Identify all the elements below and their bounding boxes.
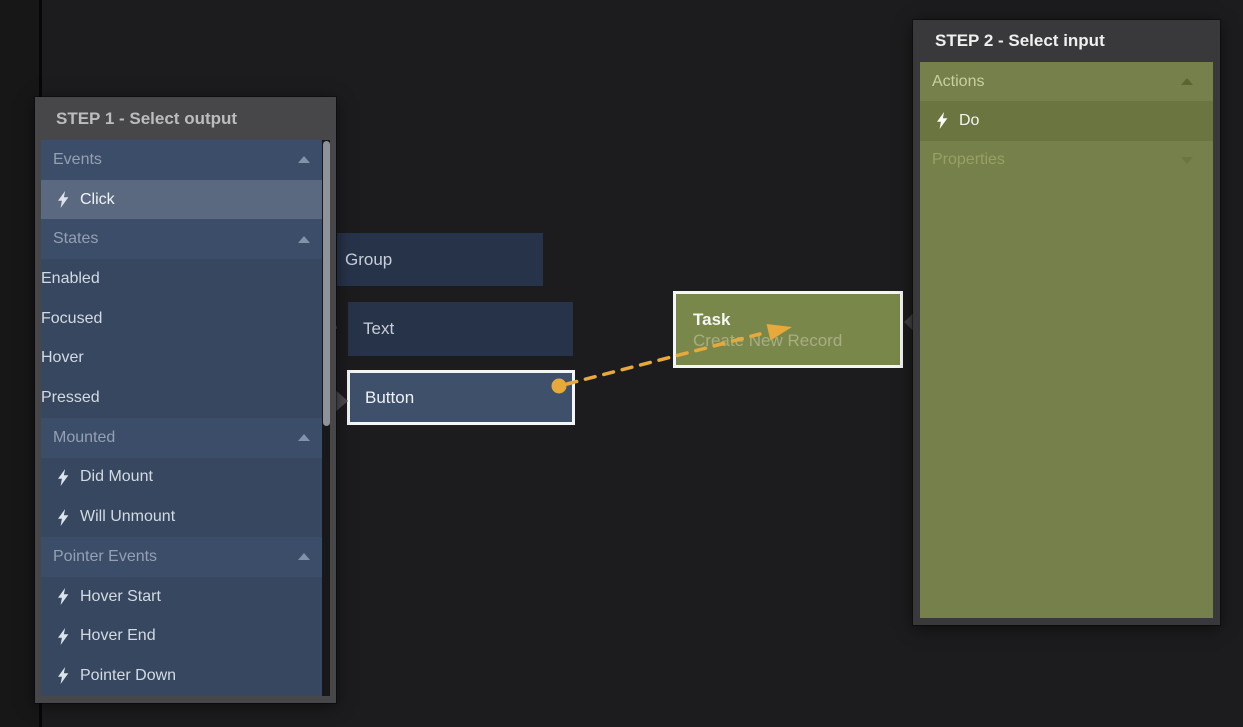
chevron-icon [298, 235, 310, 243]
list-row[interactable]: Will Unmount [41, 497, 330, 538]
list-row-label: Click [80, 190, 115, 208]
step1-output-list: Events Click States Enabled Focused Hove… [41, 140, 330, 696]
chevron-icon [298, 434, 310, 442]
step2-input-list: Actions Do Properties [920, 62, 1213, 618]
list-row-label: Pointer Down [80, 666, 177, 684]
lightning-bolt-icon [936, 112, 948, 130]
list-row[interactable]: Click [41, 179, 330, 220]
step1-scrollbar-thumb[interactable] [323, 141, 330, 426]
list-row[interactable]: Hover [41, 338, 330, 379]
list-row-label: Focused [41, 309, 103, 327]
node-text-label: Text [363, 319, 395, 338]
list-row[interactable]: Pointer Events [41, 537, 330, 577]
list-row-label: States [53, 230, 99, 248]
list-row-label: Hover [41, 349, 84, 367]
list-row[interactable]: Events [41, 140, 330, 180]
list-row-label: Enabled [41, 269, 100, 287]
list-row[interactable]: Actions [920, 62, 1213, 102]
node-task[interactable]: Task Create New Record [673, 291, 903, 368]
list-row-label: Pressed [41, 389, 100, 407]
list-row[interactable]: Pointer Down [41, 656, 330, 696]
list-row-label: Hover End [80, 627, 156, 645]
node-group[interactable]: Group [337, 233, 543, 286]
list-row-label: Mounted [53, 428, 116, 446]
lightning-bolt-icon [57, 468, 69, 486]
lightning-bolt-icon [57, 191, 69, 209]
list-row-label: Do [959, 111, 980, 129]
node-task-title: Task [693, 309, 731, 329]
step2-panel-header: STEP 2 - Select input [920, 20, 1213, 62]
step1-panel-title: STEP 1 - Select output [56, 108, 238, 128]
step1-panel: STEP 1 - Select output Events Click Stat… [35, 97, 336, 703]
list-row-label: Properties [932, 151, 1005, 169]
list-row-label: Events [53, 150, 102, 168]
list-row[interactable]: Enabled [41, 259, 330, 299]
step2-panel-body [920, 179, 1213, 618]
list-row[interactable]: Focused [41, 298, 330, 339]
lightning-bolt-icon [57, 588, 69, 606]
list-row[interactable]: Hover End [41, 616, 330, 657]
node-button-label: Button [365, 387, 415, 407]
chevron-icon [1181, 78, 1193, 86]
list-row-label: Pointer Events [53, 547, 158, 565]
lightning-bolt-icon [57, 667, 69, 685]
list-row[interactable]: States [41, 219, 330, 260]
node-task-subtitle: Create New Record [693, 330, 843, 350]
node-button-selected[interactable]: Button [347, 370, 575, 425]
list-row-label: Hover Start [80, 587, 161, 605]
list-row[interactable]: Do [920, 101, 1213, 141]
chevron-icon [1181, 156, 1193, 164]
canvas-left-gutter [0, 0, 39, 727]
step2-panel: STEP 2 - Select input Actions Do Propert… [913, 20, 1220, 625]
lightning-bolt-icon [57, 508, 69, 526]
chevron-icon [298, 553, 310, 561]
step1-scrollbar-track[interactable] [322, 140, 330, 696]
list-row[interactable]: Properties [920, 140, 1213, 180]
step1-panel-header: STEP 1 - Select output [41, 97, 330, 140]
list-row-label: Will Unmount [80, 508, 176, 526]
list-row[interactable]: Hover Start [41, 576, 330, 617]
list-row[interactable]: Did Mount [41, 457, 330, 498]
step1-panel-caret-icon [333, 388, 348, 414]
list-row-label: Did Mount [80, 468, 153, 486]
list-row-label: Actions [932, 72, 985, 90]
node-group-label: Group [345, 249, 393, 269]
list-row[interactable]: Pressed [41, 378, 330, 418]
list-row[interactable]: Mounted [41, 417, 330, 458]
step2-panel-title: STEP 2 - Select input [935, 31, 1105, 50]
chevron-icon [298, 156, 310, 164]
node-text[interactable]: Text [348, 302, 573, 356]
lightning-bolt-icon [57, 627, 69, 645]
